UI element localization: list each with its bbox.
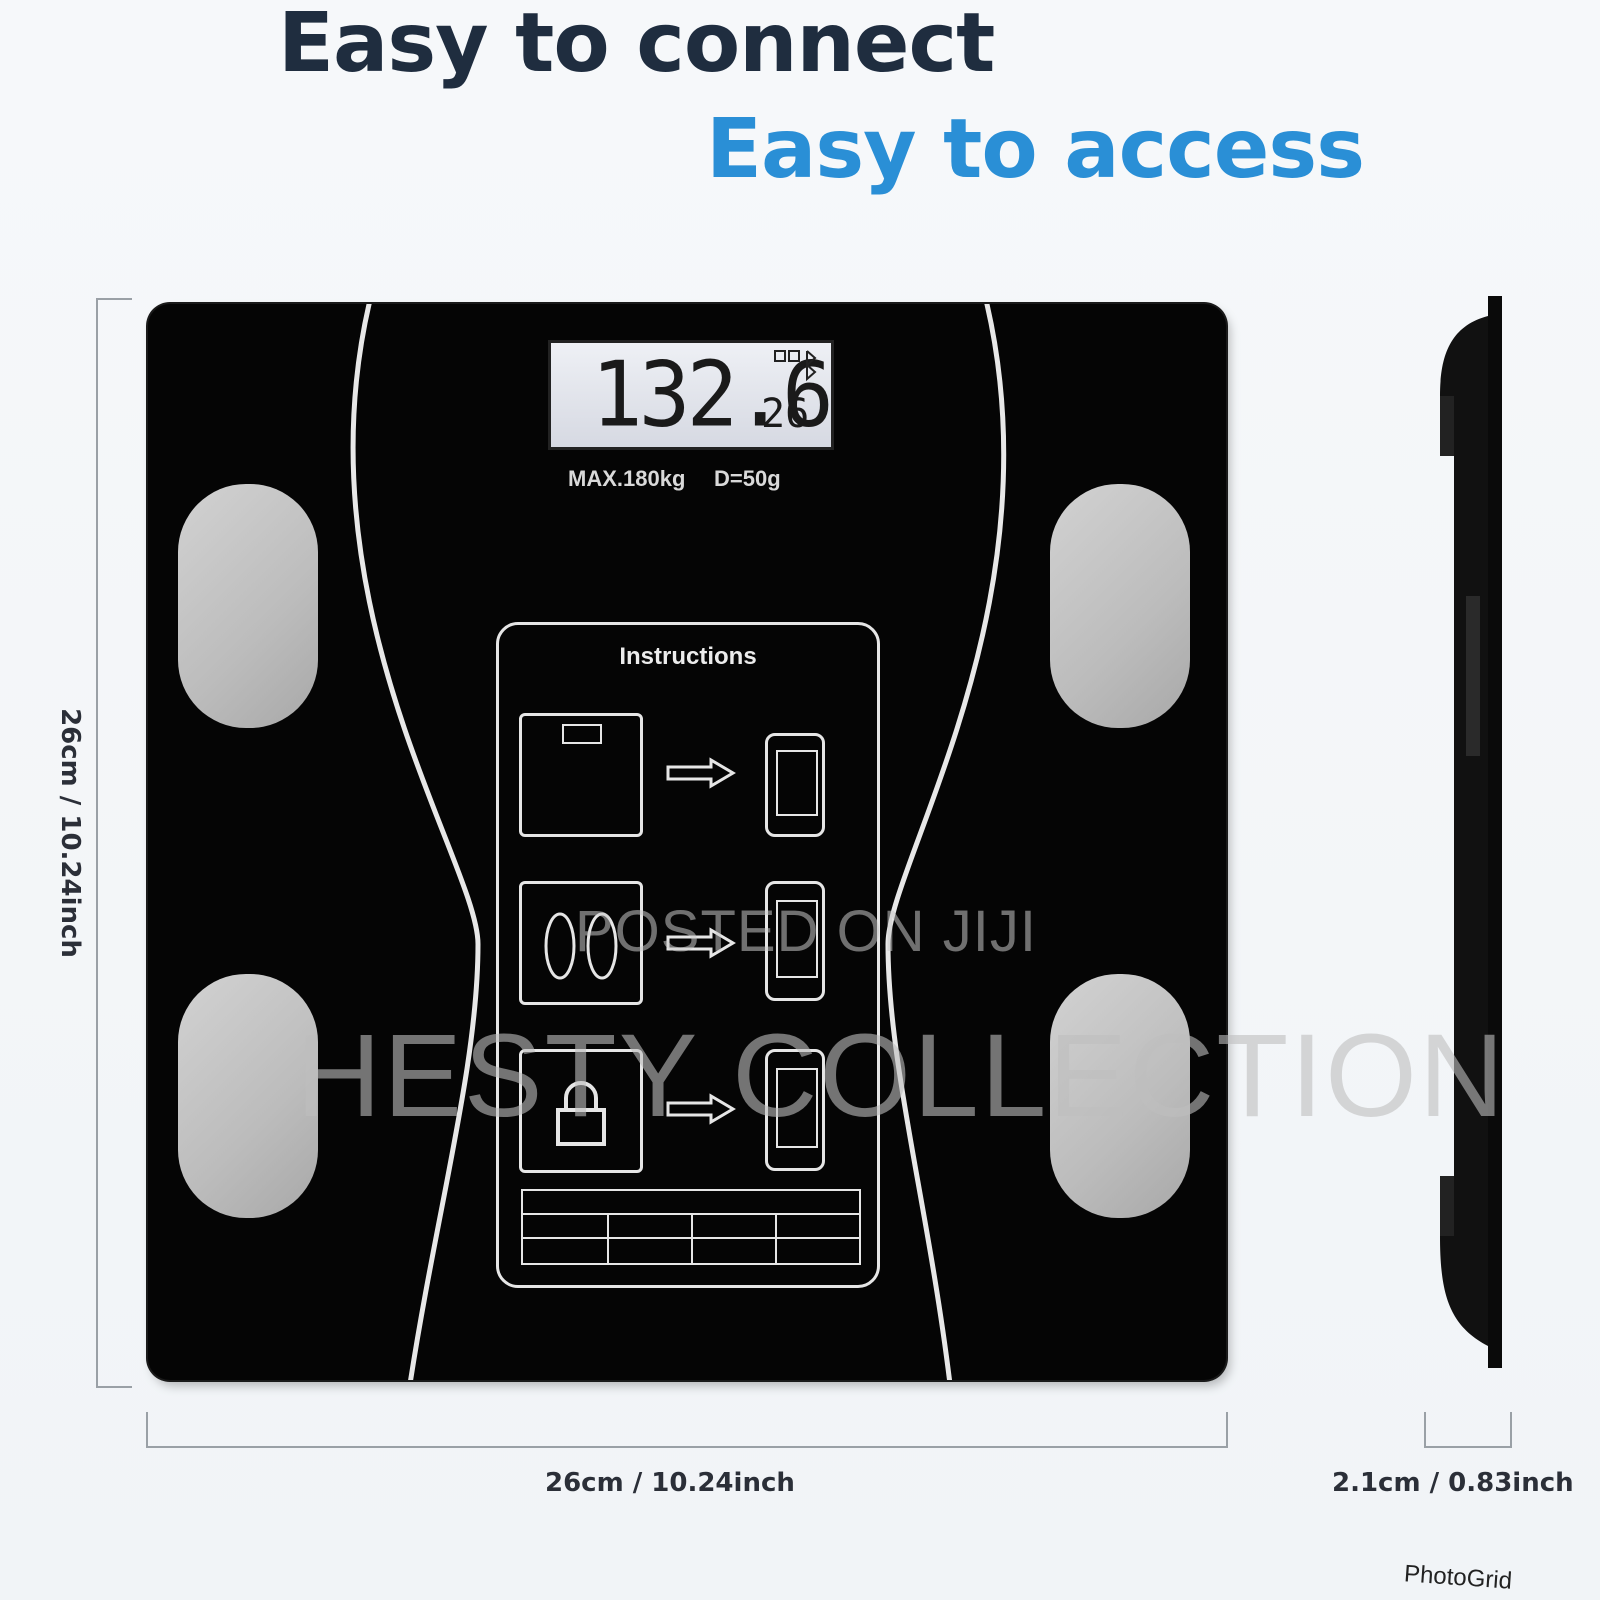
lock-icon bbox=[519, 1049, 643, 1173]
watermark-posted-on-jiji: POSTED ON JIJI bbox=[575, 899, 1037, 964]
arrow-right-icon bbox=[666, 1093, 736, 1125]
electrode-pad-top-right bbox=[1050, 484, 1190, 728]
lcd-display: 132.6 26 bbox=[548, 340, 834, 450]
phone-icon bbox=[765, 881, 825, 1001]
instructions-panel: Instructions bbox=[496, 622, 880, 1288]
width-dimension-label: 26cm / 10.24inch bbox=[545, 1468, 795, 1498]
max-capacity-label: MAX.180kg bbox=[568, 466, 686, 491]
instructions-title: Instructions bbox=[619, 643, 757, 670]
headline-access: Easy to access bbox=[706, 102, 1365, 197]
scale-icon bbox=[519, 713, 643, 837]
scale-side-profile bbox=[1440, 296, 1502, 1368]
small-reading: 26 bbox=[761, 391, 810, 437]
division-label: D=50g bbox=[714, 466, 781, 491]
electrode-pad-top-left bbox=[178, 484, 318, 728]
body-silhouette-curves bbox=[350, 304, 1007, 1380]
headline-connect: Easy to connect bbox=[278, 0, 995, 91]
height-dimension-label: 26cm / 10.24inch bbox=[55, 708, 85, 958]
arrow-right-icon bbox=[666, 927, 736, 959]
footprints-icon bbox=[519, 881, 643, 1005]
bluetooth-icon bbox=[774, 350, 817, 382]
phone-icon bbox=[765, 1049, 825, 1171]
spec-table bbox=[521, 1189, 861, 1265]
electrode-pad-bottom-left bbox=[178, 974, 318, 1218]
watermark-hesty-collection: HESTY COLLECTION bbox=[296, 1010, 1507, 1142]
scale-top-view: 132.6 26 MAX.180kg D=50g Instructions bbox=[148, 304, 1226, 1380]
depth-dimension-label: 2.1cm / 0.83inch bbox=[1332, 1468, 1574, 1498]
arrow-right-icon bbox=[666, 757, 736, 789]
photogrid-badge: PhotoGrid bbox=[1403, 1560, 1513, 1595]
electrode-pad-bottom-right bbox=[1050, 974, 1190, 1218]
phone-icon bbox=[765, 733, 825, 837]
